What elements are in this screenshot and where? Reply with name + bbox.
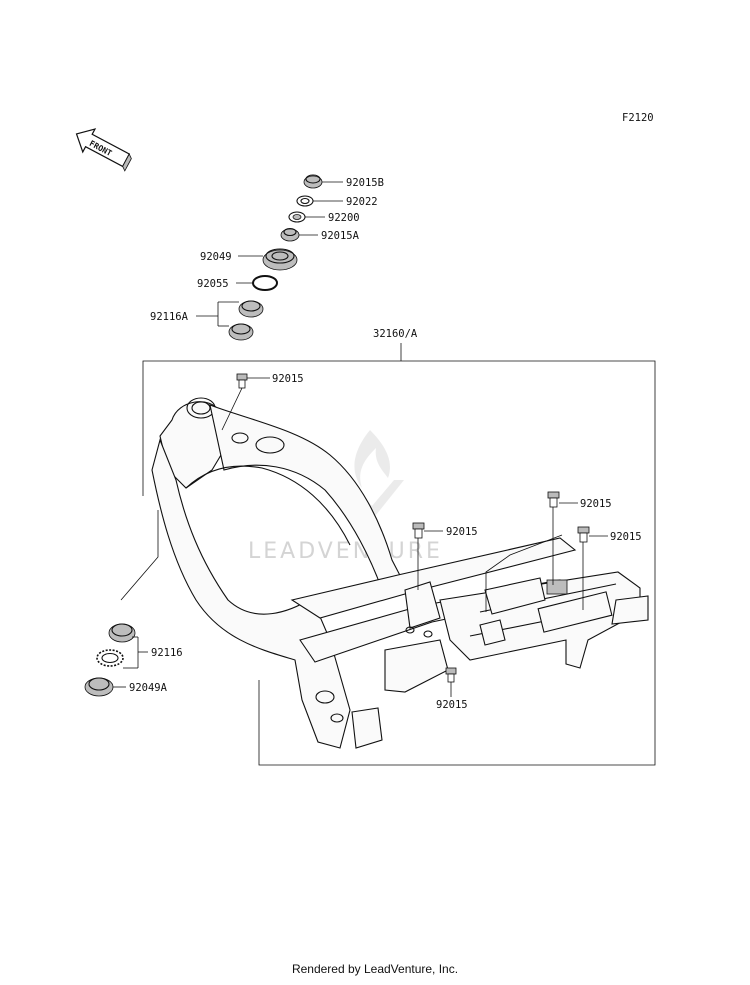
part-92116[interactable]: 92116 — [96, 623, 183, 669]
part-label-92015-top: 92015 — [272, 373, 304, 385]
part-92049[interactable]: 92049 — [200, 248, 298, 271]
part-92015-mid[interactable]: 92015 — [412, 522, 478, 539]
part-label-92055: 92055 — [197, 278, 229, 290]
part-label-92015B: 92015B — [346, 177, 384, 189]
part-92116A[interactable]: 92116A — [150, 300, 264, 341]
part-92015-rear2[interactable]: 92015 — [577, 526, 642, 543]
front-arrow-icon: FRONT — [75, 128, 132, 172]
part-92022[interactable]: 92022 — [296, 195, 378, 208]
part-label-92022: 92022 — [346, 196, 378, 208]
part-92015A[interactable]: 92015A — [280, 227, 360, 243]
diagram-code: F2120 — [622, 112, 654, 124]
part-label-92116: 92116 — [151, 647, 183, 659]
part-label-92015A: 92015A — [321, 230, 360, 242]
part-92015-top[interactable]: 92015 — [236, 373, 304, 389]
part-label-92049A: 92049A — [129, 682, 168, 694]
part-92015-low[interactable]: 92015 — [436, 667, 468, 711]
part-92200[interactable]: 92200 — [288, 211, 360, 224]
part-label-92015-rear1: 92015 — [580, 498, 612, 510]
part-92049A[interactable]: 92049A — [84, 677, 168, 697]
part-92055[interactable]: 92055 — [197, 275, 278, 291]
part-label-92015-mid: 92015 — [446, 526, 478, 538]
part-label-92049: 92049 — [200, 251, 232, 263]
part-label-92200: 92200 — [328, 212, 360, 224]
frame-callout-box: 32160/A — [120, 328, 656, 766]
footer-credit: Rendered by LeadVenture, Inc. — [291, 962, 459, 976]
watermark-text: LEADVENTURE — [248, 539, 443, 564]
bolt-guide-line — [221, 387, 243, 431]
part-92015B[interactable]: 92015B — [303, 174, 384, 189]
bolt-guide-line — [485, 534, 563, 612]
part-label-92015-low: 92015 — [436, 699, 468, 711]
part-label-32160A: 32160/A — [373, 328, 418, 340]
part-92015-rear1[interactable]: 92015 — [547, 491, 612, 510]
part-label-92015-rear2: 92015 — [610, 531, 642, 543]
main-frame[interactable] — [151, 397, 649, 749]
part-label-92116A: 92116A — [150, 311, 189, 323]
